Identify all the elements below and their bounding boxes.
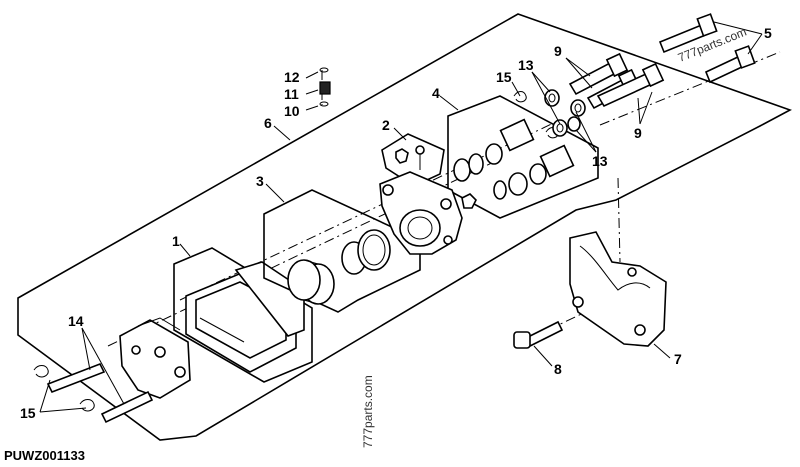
bleeder-screw: [319, 67, 331, 107]
mounting-bracket: [569, 231, 667, 347]
callout-10: 10: [284, 103, 300, 119]
callout-9-top: 9: [554, 43, 562, 59]
callout-3: 3: [256, 173, 264, 189]
seal-sleeve-kit: [447, 95, 599, 219]
callout-6: 6: [264, 115, 272, 131]
pad-anchor: [119, 317, 191, 399]
callout-5: 5: [764, 25, 772, 41]
callout-15-top: 15: [496, 69, 512, 85]
callout-15-bottom: 15: [20, 405, 36, 421]
watermark-bottom: 777parts.com: [361, 375, 375, 448]
brake-pad-kit: [173, 247, 313, 383]
leader-lines: [39, 21, 763, 413]
callout-13-right: 13: [592, 153, 608, 169]
washers: [544, 89, 586, 137]
callout-13-top: 13: [518, 57, 534, 73]
callout-1: 1: [172, 233, 180, 249]
callout-14: 14: [68, 313, 84, 329]
callout-12: 12: [284, 69, 300, 85]
bracket-bolt: [513, 320, 564, 349]
caliper-body: [379, 171, 477, 255]
bleeder-kit: [381, 133, 445, 187]
caliper-assembly-outline: [17, 13, 792, 441]
mounting-bolts: [658, 13, 756, 84]
callout-4: 4: [432, 85, 440, 101]
pad-pins: [46, 362, 154, 424]
callout-2: 2: [382, 117, 390, 133]
callout-11: 11: [284, 86, 299, 102]
callout-8: 8: [554, 361, 562, 377]
figure-id: PUWZ001133: [4, 448, 85, 463]
caliper-bolts: [568, 52, 665, 110]
callout-9-right: 9: [634, 125, 642, 141]
piston-seal-kit: [263, 189, 421, 313]
callout-7: 7: [674, 351, 682, 367]
